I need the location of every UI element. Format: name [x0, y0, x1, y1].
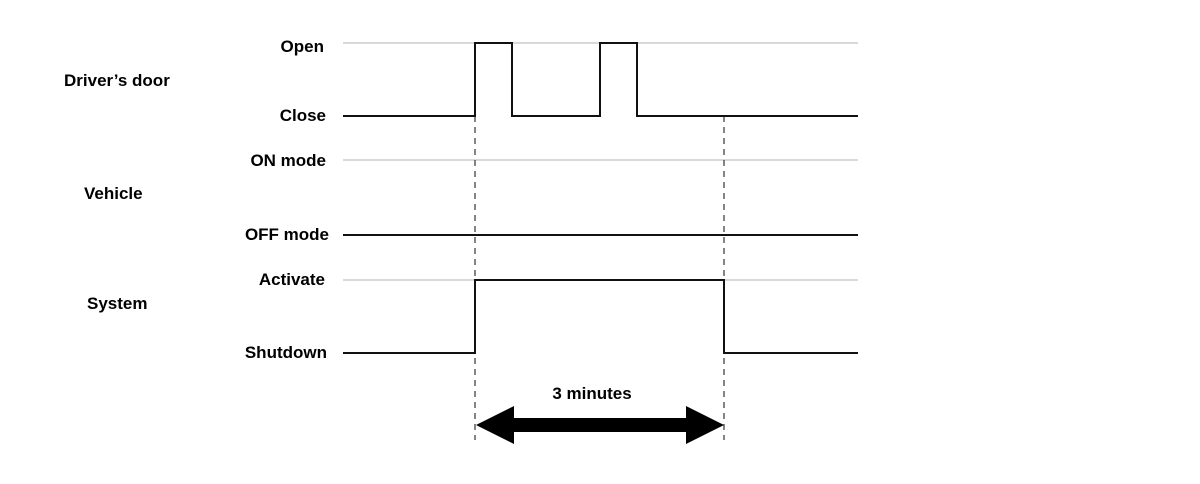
system-signal: [343, 279, 858, 354]
level-label-open: Open: [281, 37, 324, 56]
level-label-on-mode: ON mode: [250, 151, 326, 170]
level-label-shutdown: Shutdown: [245, 343, 327, 362]
level-label-off-mode: OFF mode: [245, 225, 329, 244]
row-label-system: System: [87, 294, 147, 313]
duration-label: 3 minutes: [552, 384, 631, 403]
drivers-door-signal: [343, 42, 858, 117]
level-label-close: Close: [280, 106, 326, 125]
duration-double-arrow: [476, 406, 724, 444]
row-label-drivers-door: Driver’s door: [64, 71, 170, 90]
level-label-activate: Activate: [259, 270, 325, 289]
row-label-vehicle: Vehicle: [84, 184, 143, 203]
